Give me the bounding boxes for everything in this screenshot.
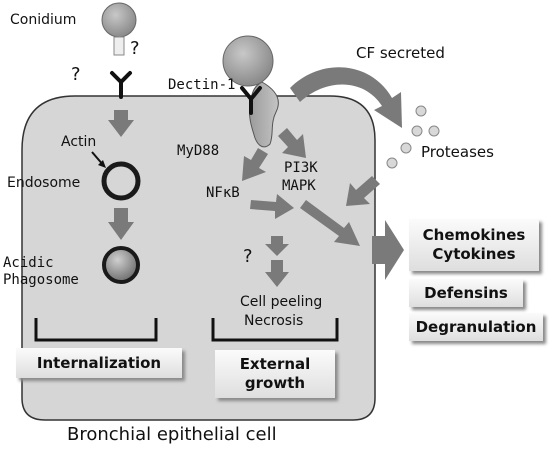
- endosome-ring: [101, 161, 141, 201]
- question-mark-top-left: ?: [71, 64, 81, 85]
- defensins-box: Defensins: [409, 279, 523, 307]
- arrow-to-myd88: [242, 148, 268, 181]
- mapk-label: MAPK: [282, 178, 316, 194]
- myd88-label: MyD88: [177, 143, 220, 159]
- conidium-top: [101, 2, 137, 56]
- acidic-label: Acidic: [3, 255, 54, 271]
- internalization-text: Internalization: [36, 353, 162, 372]
- degranulation-box: Degranulation: [409, 313, 543, 341]
- arrow-down-to-peeling: [265, 260, 289, 287]
- endosome-label: Endosome: [7, 175, 81, 191]
- proteases-label: Proteases: [421, 143, 494, 161]
- arrow-cf-secreted: [290, 67, 402, 128]
- dectin-label: Dectin-1: [168, 77, 236, 93]
- external-growth-line1: External: [239, 355, 311, 374]
- cell-caption: Bronchial epithelial cell: [67, 424, 277, 445]
- arrow-to-pi3k: [278, 128, 306, 158]
- phagosome-label: Phagosome: [3, 272, 79, 288]
- cell-peeling-label: Cell peeling: [240, 294, 323, 310]
- receptor-icon: [110, 71, 132, 99]
- arrow-down-small: [265, 236, 289, 256]
- defensins-text: Defensins: [424, 283, 508, 302]
- arrow-receptor-to-actin: [108, 110, 134, 137]
- arrow-nfkb-to-mapk: [250, 194, 294, 219]
- chemokines-cytokines-box: Chemokines Cytokines: [409, 219, 539, 271]
- external-growth-bracket: [211, 318, 339, 342]
- acidic-phagosome: [102, 246, 140, 284]
- cf-secreted-label: CF secreted: [356, 44, 445, 62]
- arrow-endosome-to-phagosome: [108, 208, 134, 240]
- question-mark-top-right: ?: [130, 38, 140, 59]
- arrow-to-responses: [372, 220, 404, 280]
- protease-dots: [386, 105, 440, 169]
- external-growth-box: External growth: [215, 350, 335, 398]
- internalization-bracket: [34, 318, 158, 342]
- germinating-conidium: [222, 35, 279, 148]
- necrosis-label: Necrosis: [244, 313, 304, 329]
- external-growth-line2: growth: [244, 374, 306, 392]
- arrow-proteases-to-mapk: [346, 176, 380, 206]
- internalization-box: Internalization: [16, 348, 182, 378]
- chemokines-text: Chemokines: [422, 226, 526, 245]
- conidium-label: Conidium: [10, 12, 77, 28]
- nfkb-label: NFκB: [206, 185, 240, 201]
- degranulation-text: Degranulation: [415, 317, 537, 336]
- pi3k-label: PI3K: [284, 160, 318, 176]
- actin-label: Actin: [61, 134, 97, 150]
- arrow-mapk-to-output: [300, 200, 360, 246]
- dectin-receptor-icon: [240, 86, 262, 115]
- question-mark-mid: ?: [243, 246, 253, 267]
- cytokines-text: Cytokines: [432, 245, 516, 263]
